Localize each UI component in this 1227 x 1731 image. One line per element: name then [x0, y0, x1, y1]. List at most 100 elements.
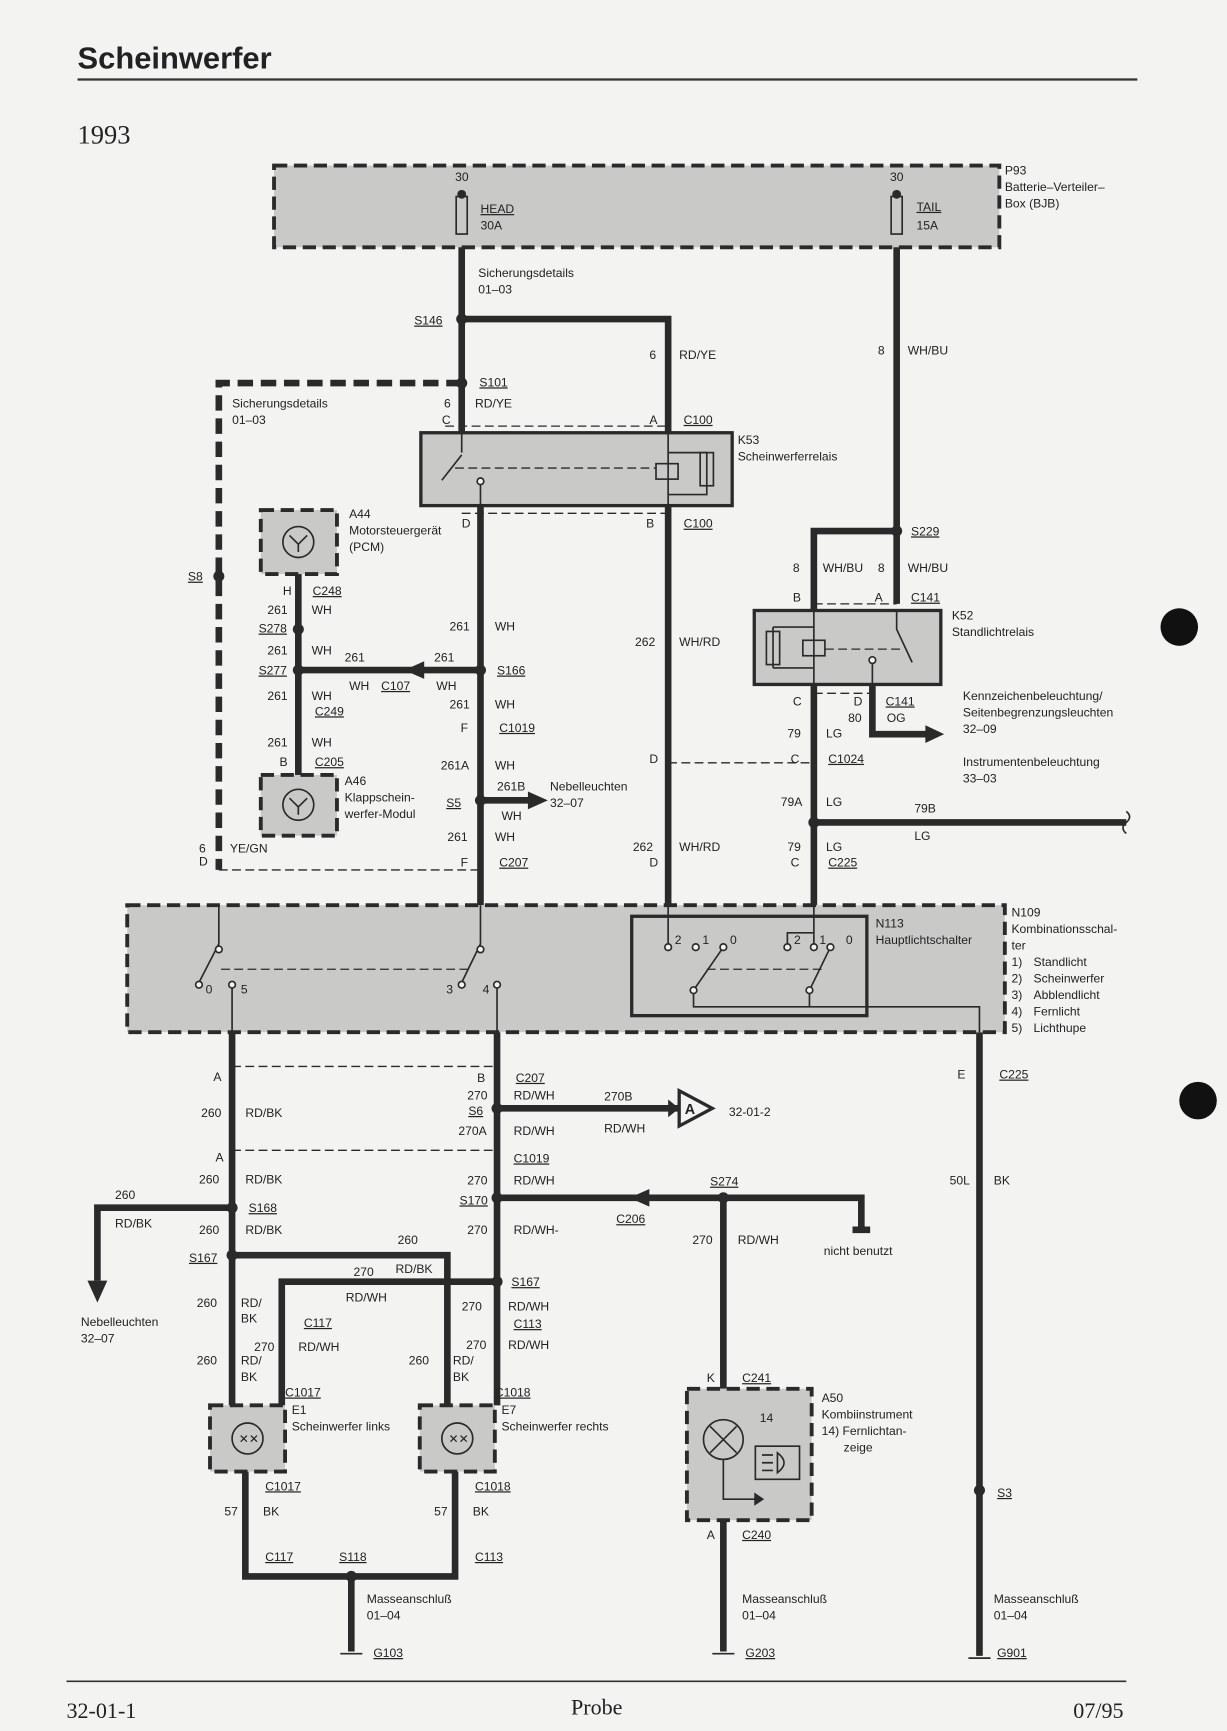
wire-color: WH [312, 603, 332, 617]
model-name: Probe [571, 1694, 623, 1719]
pin-label: D [199, 855, 208, 869]
wire-color: RD/BK [245, 1172, 282, 1186]
fuse-head-rating: 30A [480, 219, 502, 233]
wire-color: WH [349, 679, 369, 693]
wire-color: WH/BU [908, 561, 948, 575]
fuse-details-label: Sicherungsdetails [478, 266, 574, 280]
connector-label: C1017 [265, 1479, 301, 1493]
wire-color: RD/WH [738, 1233, 779, 1247]
wire-label: 261 [267, 689, 287, 703]
wire-color: RD/YE [475, 396, 512, 410]
wire-label: 8 [878, 343, 885, 357]
wire-color: BK [453, 1370, 469, 1384]
page-title: Scheinwerfer [78, 40, 272, 75]
k52-id: K52 [952, 608, 974, 622]
wire-label: 80 [848, 711, 862, 725]
a50-id: A50 [822, 1391, 844, 1405]
issue-date: 07/95 [1073, 1698, 1123, 1723]
connector-label: C113 [514, 1317, 542, 1331]
wire-label: 262 [635, 635, 655, 649]
pin-label: D [462, 517, 471, 531]
switch-pin: 5 [241, 983, 248, 997]
pin-label: A [649, 413, 658, 427]
legend-item: Scheinwerfer [1034, 972, 1105, 986]
pin-label: C [793, 694, 802, 708]
switch-pin: 1 [702, 933, 709, 947]
s168-label: S168 [249, 1201, 278, 1215]
wire-color: WH [495, 698, 515, 712]
pin-label: B [477, 1071, 485, 1085]
wire-color: RD/WH [298, 1340, 339, 1354]
ground-label: Masseanschluß [367, 1592, 452, 1606]
ground-ref: 01–04 [994, 1609, 1028, 1623]
connector-label: C1019 [499, 721, 535, 735]
wire-color: RD/ [241, 1353, 263, 1367]
wire-color: RD/ [241, 1296, 263, 1310]
n109-name-2: ter [1011, 938, 1025, 952]
a50-instrument-cluster [684, 1386, 814, 1523]
wire-label: 260 [398, 1233, 418, 1247]
wire-label: 8 [793, 561, 800, 575]
wire-color: RD/WH [604, 1122, 645, 1136]
switch-pin: 0 [730, 933, 737, 947]
g103-label: G103 [373, 1646, 403, 1660]
s166-label: S166 [497, 664, 526, 678]
switch-pin: 2 [794, 933, 801, 947]
e1-name: Scheinwerfer links [292, 1420, 390, 1434]
page-ref: 32-01-2 [729, 1105, 771, 1119]
license-lamp-ref-page: 32–09 [963, 722, 997, 736]
connector-label: C248 [313, 584, 342, 598]
wire-color: WH [312, 689, 332, 703]
splice-nodes [213, 313, 985, 1582]
wire-color: WH [501, 809, 521, 823]
fuse-tail-pin: 30 [890, 170, 904, 184]
wire-color: WH [312, 735, 332, 749]
wire-label: 8 [878, 561, 885, 575]
page-number: 32-01-1 [66, 1698, 136, 1723]
wire-label: 261 [267, 644, 287, 658]
wire-label: 270B [604, 1090, 632, 1104]
fuse-details-ref: 01–03 [478, 283, 512, 297]
wire-color: RD/WH [346, 1291, 387, 1305]
wire-color: WH [495, 619, 515, 633]
connector-label: C1024 [828, 752, 864, 766]
wire-label: 260 [115, 1188, 135, 1202]
center-labels: 261 WH S166 261 WH F C1019 261A WH 261B … [441, 619, 721, 869]
fuse-tail-name: TAIL [917, 200, 942, 214]
p93-name-2: Box (BJB) [1005, 197, 1060, 211]
p93-id: P93 [1005, 163, 1027, 177]
lower-right-labels: E C225 50L BK S3 Masseanschluß 01–04 G90… [950, 1068, 1079, 1660]
a44-name: Motorsteuergerät [349, 523, 442, 537]
wire-label: 270 [467, 1089, 487, 1103]
wire-label: 261 [450, 698, 470, 712]
pin-label: C [791, 752, 800, 766]
wire-color: WH [495, 758, 515, 772]
wire-label: 6 [649, 348, 656, 362]
a44-a46-modules: A44 Motorsteuergerät (PCM) H C248 261 WH… [259, 507, 457, 838]
k53-name: Scheinwerferrelais [738, 449, 838, 463]
lower-center-labels: B C207 270 RD/WH S6 270B RD/WH A 32-01-2… [458, 1071, 913, 1660]
a46-name-2: werfer-Modul [344, 807, 416, 821]
wire-label: 260 [201, 1106, 221, 1120]
s278-label: S278 [259, 622, 288, 636]
lower-left-labels: A 260 RD/BK A 260 RD/BK 260 RD/BK S168 2… [81, 1070, 609, 1660]
license-lamp-ref-2: Seitenbegrenzungsleuchten [963, 705, 1113, 719]
s277-label: S277 [259, 664, 288, 678]
n109-name: Kombinationsschal- [1011, 922, 1117, 936]
a50-name: Kombiinstrument [822, 1408, 914, 1422]
wire-color: RD/WH [508, 1299, 549, 1313]
wire-label: 261 [450, 619, 470, 633]
connector-label: C206 [616, 1212, 645, 1226]
ground-label: Masseanschluß [994, 1592, 1079, 1606]
wire-color: RD/ [453, 1353, 475, 1367]
wire-label: 270 [466, 1338, 486, 1352]
fuse-details-ref: 01–03 [232, 413, 266, 427]
connector-label: C205 [315, 755, 344, 769]
wire-label: 261 [267, 735, 287, 749]
switch-pin: 4 [483, 983, 490, 997]
fuse-details-label: Sicherungsdetails [232, 396, 328, 410]
wire-color: RD/WH [514, 1124, 555, 1138]
legend-item: Standlicht [1034, 955, 1088, 969]
wire-label: 261 [447, 830, 467, 844]
